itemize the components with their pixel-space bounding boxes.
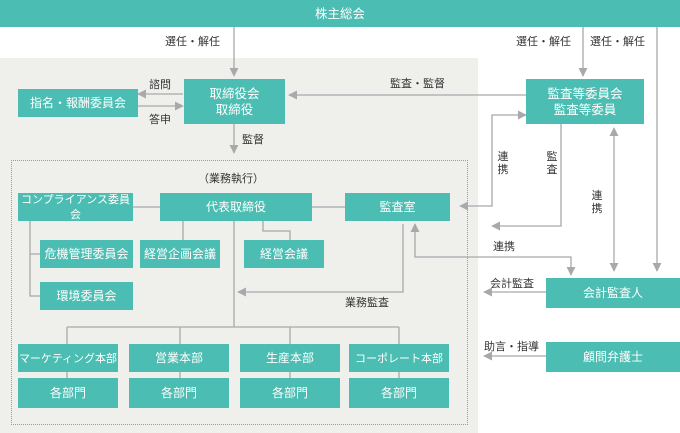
corporate-label: コーポレート本部 bbox=[355, 351, 443, 365]
audit-label-vertical: 監査 bbox=[546, 150, 558, 176]
dept-label: 各部門 bbox=[271, 385, 308, 400]
shareholders-meeting: 株主総会 bbox=[0, 0, 680, 27]
production-division: 生産本部 bbox=[240, 344, 340, 372]
marketing-label: マーケティング本部 bbox=[18, 351, 118, 365]
board-of-directors: 取締役会 取締役 bbox=[184, 79, 285, 124]
nomination-committee: 指名・報酬委員会 bbox=[18, 89, 138, 117]
marketing-division: マーケティング本部 bbox=[18, 344, 118, 372]
elect-label-audit: 選任・解任 bbox=[516, 35, 571, 48]
corporate-division: コーポレート本部 bbox=[349, 344, 449, 372]
shareholders-label: 株主総会 bbox=[314, 5, 365, 21]
department-sales: 各部門 bbox=[129, 378, 229, 408]
environment-label: 環境委員会 bbox=[56, 288, 117, 303]
accounting-auditor-label: 会計監査人 bbox=[582, 285, 643, 300]
audit-supervise-label: 監査・監督 bbox=[390, 77, 445, 90]
dept-label: 各部門 bbox=[49, 385, 86, 400]
dept-label: 各部門 bbox=[380, 385, 417, 400]
coop-label-vertical: 連携 bbox=[497, 150, 509, 176]
board-label-1: 取締役会 bbox=[209, 85, 260, 101]
department-production: 各部門 bbox=[240, 378, 340, 408]
consult-label: 諮問 bbox=[149, 78, 171, 91]
sales-label: 営業本部 bbox=[154, 350, 203, 365]
planning-label: 経営企画会議 bbox=[143, 246, 216, 261]
planning-meeting: 経営企画会議 bbox=[140, 240, 220, 268]
department-marketing: 各部門 bbox=[18, 378, 118, 408]
advice-label: 助言・指導 bbox=[484, 340, 539, 353]
audit-office-label: 監査室 bbox=[379, 199, 416, 214]
compliance-label: コンプライアンス委員会 bbox=[20, 193, 130, 221]
representative-director: 代表取締役 bbox=[160, 193, 312, 221]
dept-label: 各部門 bbox=[160, 385, 197, 400]
accounting-audit-label: 会計監査 bbox=[490, 277, 534, 290]
supervise-label: 監督 bbox=[242, 133, 264, 146]
nomination-label: 指名・報酬委員会 bbox=[29, 95, 126, 110]
business-execution-label: （業務執行） bbox=[198, 172, 264, 185]
elect-label-board: 選任・解任 bbox=[165, 35, 220, 48]
audit-committee-label-1: 監査等委員会 bbox=[547, 85, 623, 101]
management-label: 経営会議 bbox=[259, 246, 308, 261]
coop-label-vertical-2: 連携 bbox=[591, 189, 603, 215]
compliance-committee: コンプライアンス委員会 bbox=[18, 193, 133, 221]
production-label: 生産本部 bbox=[265, 350, 314, 365]
business-execution-frame bbox=[11, 160, 468, 425]
ceo-label: 代表取締役 bbox=[205, 199, 266, 214]
risk-management-committee: 危機管理委員会 bbox=[40, 240, 133, 268]
environment-committee: 環境委員会 bbox=[40, 282, 133, 310]
department-corporate: 各部門 bbox=[349, 378, 449, 408]
sales-division: 営業本部 bbox=[129, 344, 229, 372]
report-label: 答申 bbox=[149, 113, 171, 126]
risk-label: 危機管理委員会 bbox=[44, 246, 129, 261]
audit-committee-label-2: 監査等委員 bbox=[553, 101, 617, 117]
management-meeting: 経営会議 bbox=[244, 240, 324, 268]
legal-advisor-label: 顧問弁護士 bbox=[582, 349, 643, 364]
audit-committee: 監査等委員会 監査等委員 bbox=[526, 79, 644, 124]
accounting-auditor: 会計監査人 bbox=[546, 278, 680, 308]
coop-label-horizontal: 連携 bbox=[493, 240, 515, 253]
board-label-2: 取締役 bbox=[215, 101, 254, 117]
business-audit-label: 業務監査 bbox=[345, 296, 389, 309]
legal-advisor: 顧問弁護士 bbox=[546, 342, 680, 372]
audit-office: 監査室 bbox=[345, 193, 450, 221]
elect-label-accounting: 選任・解任 bbox=[590, 35, 645, 48]
